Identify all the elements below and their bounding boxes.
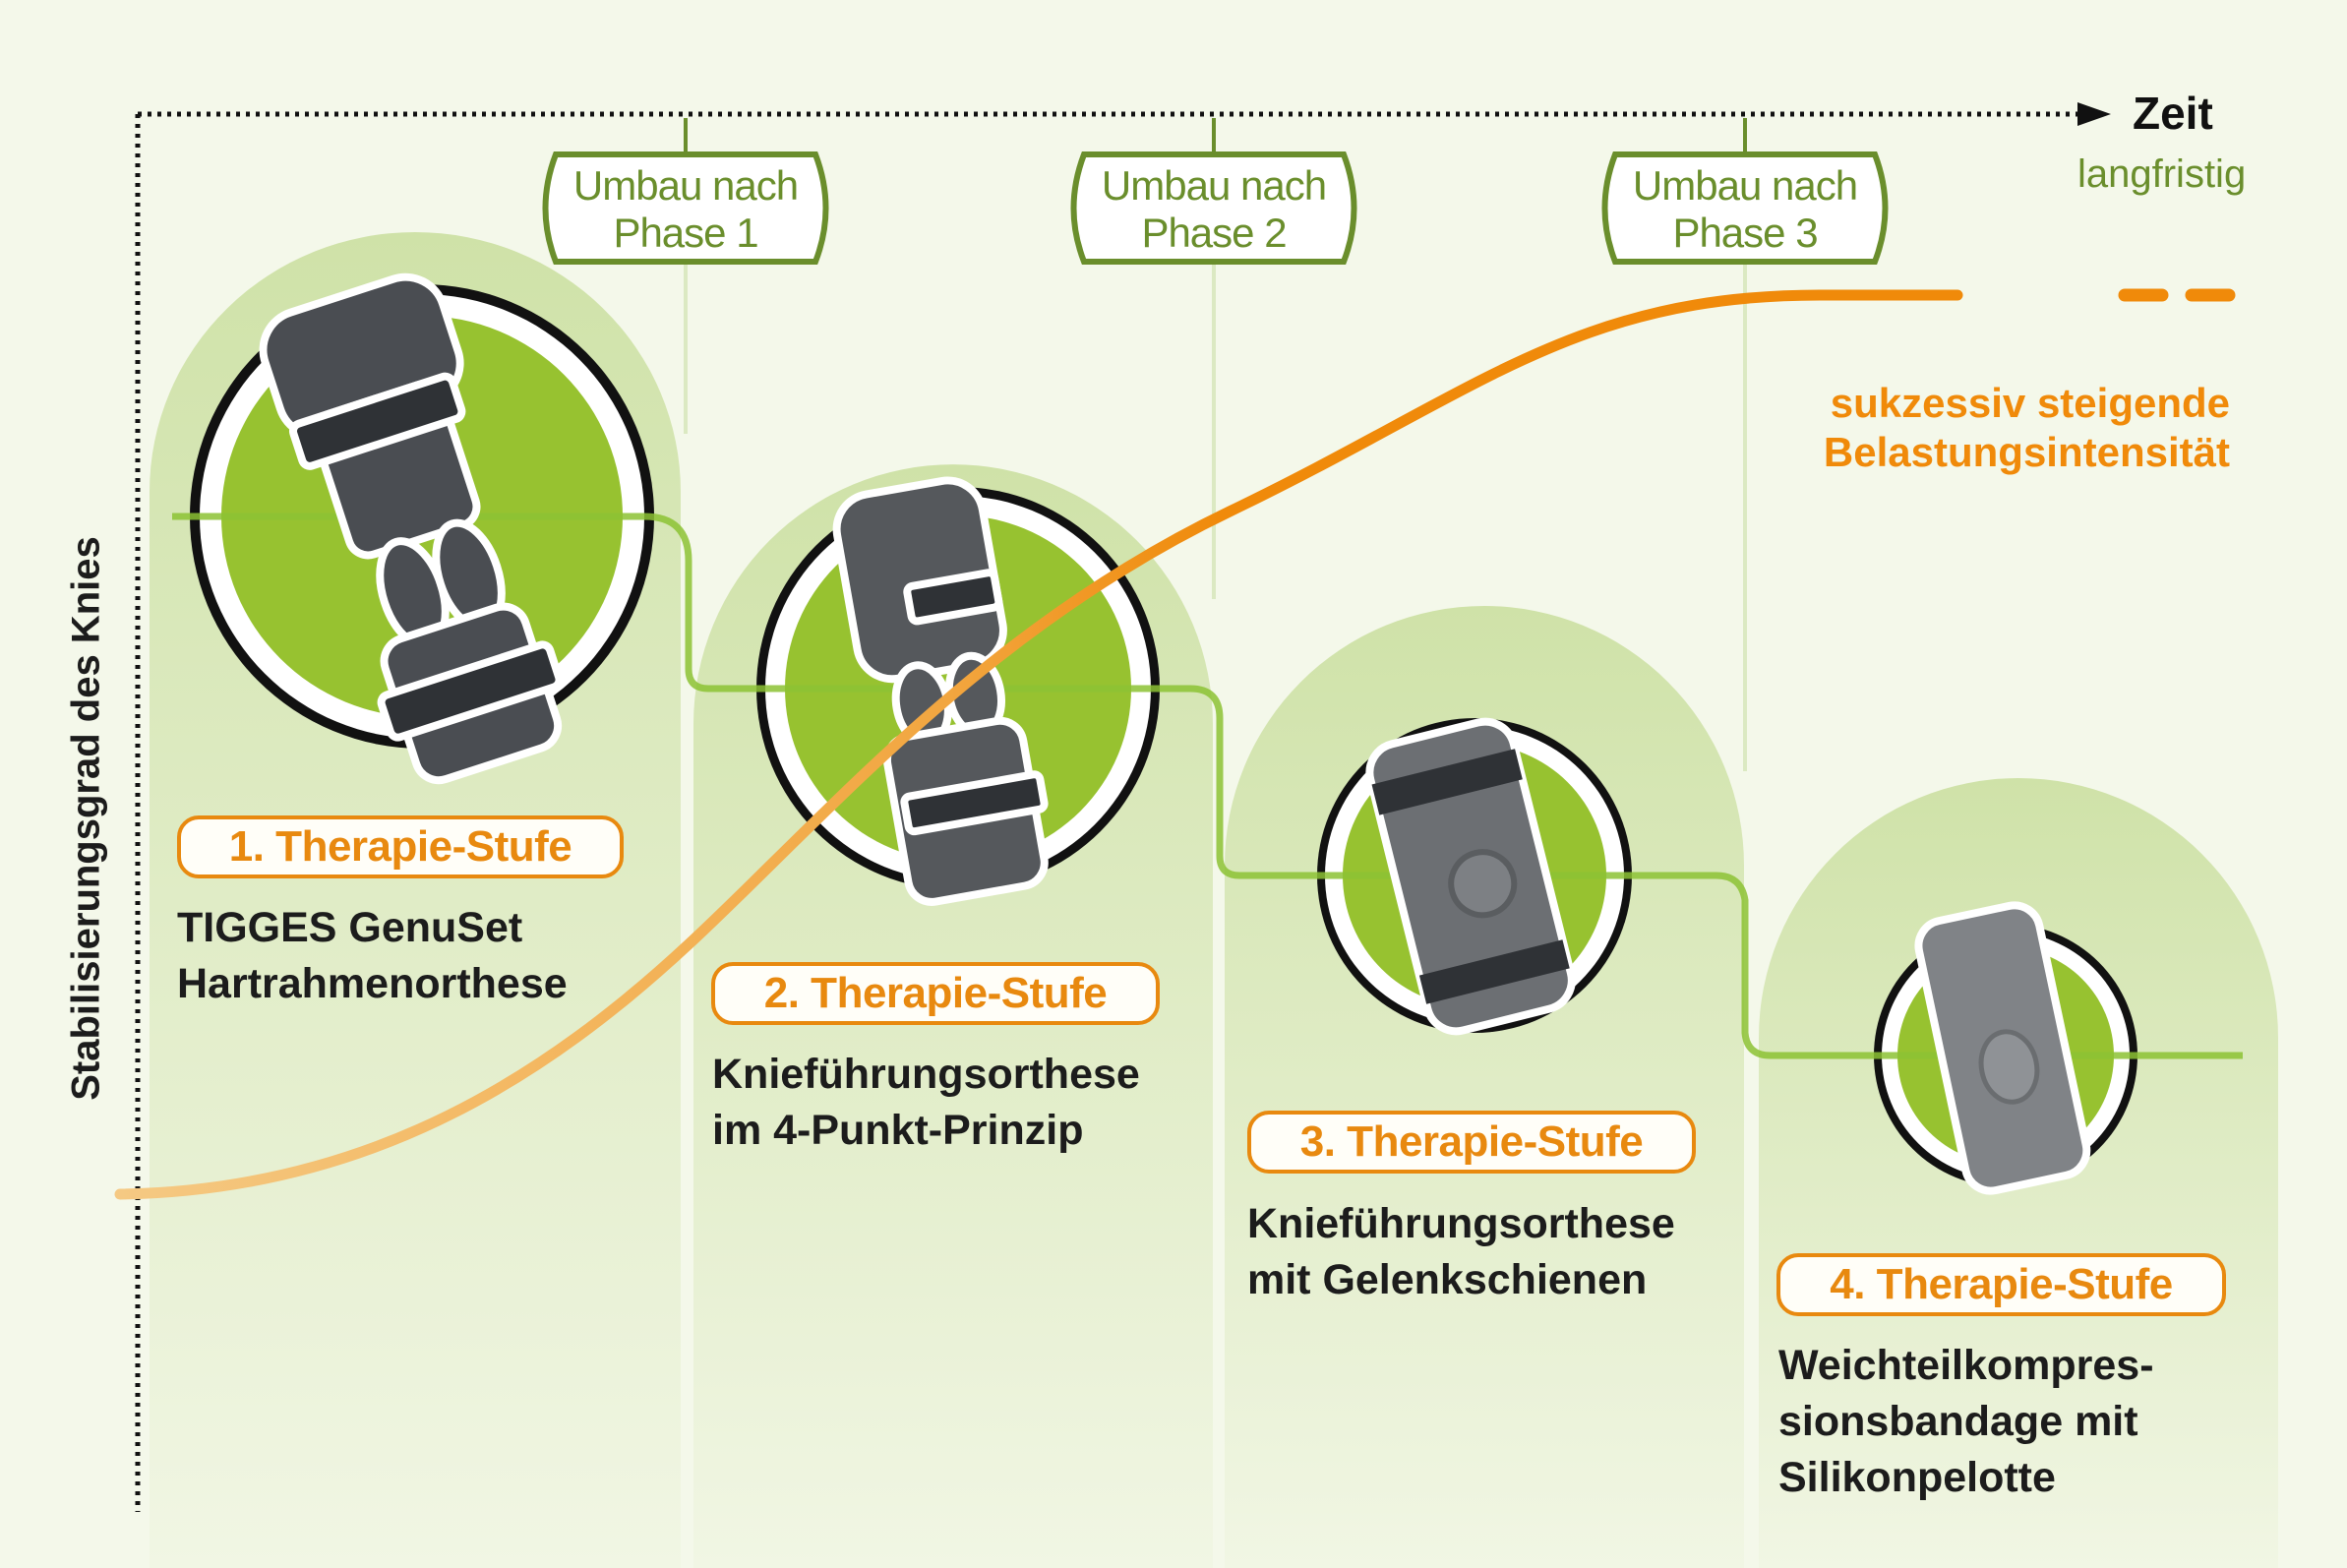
- phase-line1: Umbau nach: [1632, 162, 1858, 209]
- knee-brace-hinged-image: [1365, 717, 1576, 1036]
- stage-3-badge: 3. Therapie-Stufe: [1247, 1111, 1696, 1174]
- stage-2-description: Knieführungsorthese im 4-Punkt-Prinzip: [712, 1047, 1140, 1159]
- desc-line: Weichteilkompres-: [1778, 1342, 2154, 1389]
- desc-line: Hartrahmenorthese: [177, 960, 568, 1007]
- phase-box-2: [1070, 151, 1357, 265]
- desc-line: sionsbandage mit: [1778, 1398, 2138, 1445]
- phase-line1: Umbau nach: [1101, 162, 1327, 209]
- x-axis-end-label: langfristig: [2077, 152, 2247, 196]
- phase-line2: Phase 1: [613, 210, 758, 256]
- phase-box-3: [1601, 151, 1889, 265]
- curve-label-line2: Belastungsintensität: [1823, 429, 2230, 475]
- time-axis-arrow-icon: [2077, 102, 2111, 126]
- stage-2-badge: 2. Therapie-Stufe: [711, 962, 1160, 1025]
- desc-line: Silikonpelotte: [1778, 1454, 2056, 1501]
- x-axis-label: Zeit: [2133, 88, 2213, 139]
- compression-bandage-image: [1914, 901, 2091, 1195]
- desc-line: TIGGES GenuSet: [177, 904, 523, 951]
- desc-line: im 4-Punkt-Prinzip: [712, 1107, 1084, 1154]
- y-axis-label: Stabilisierungsgrad des Knies: [64, 536, 108, 1101]
- four-point-orthosis-image: [832, 476, 1049, 906]
- curve-label-line1: sukzessiv steigende: [1830, 380, 2230, 426]
- phase-line1: Umbau nach: [572, 162, 799, 209]
- curve-label: sukzessiv steigende Belastungsintensität: [1824, 379, 2230, 477]
- phase-box-1: [542, 151, 829, 265]
- stabilization-step-line: [172, 513, 2243, 1059]
- desc-line: Knieführungsorthese: [712, 1051, 1140, 1098]
- phase-line2: Phase 2: [1141, 210, 1287, 256]
- phase-line2: Phase 3: [1672, 210, 1818, 256]
- desc-line: mit Gelenkschienen: [1247, 1256, 1648, 1303]
- desc-line: Knieführungsorthese: [1247, 1200, 1675, 1247]
- stage-3-description: Knieführungsorthese mit Gelenkschienen: [1247, 1196, 1675, 1308]
- stage-4-badge: 4. Therapie-Stufe: [1776, 1253, 2226, 1316]
- stage-1-badge: 1. Therapie-Stufe: [177, 815, 624, 878]
- hard-frame-orthosis-image: [259, 272, 564, 785]
- load-intensity-curve: [114, 289, 1963, 1200]
